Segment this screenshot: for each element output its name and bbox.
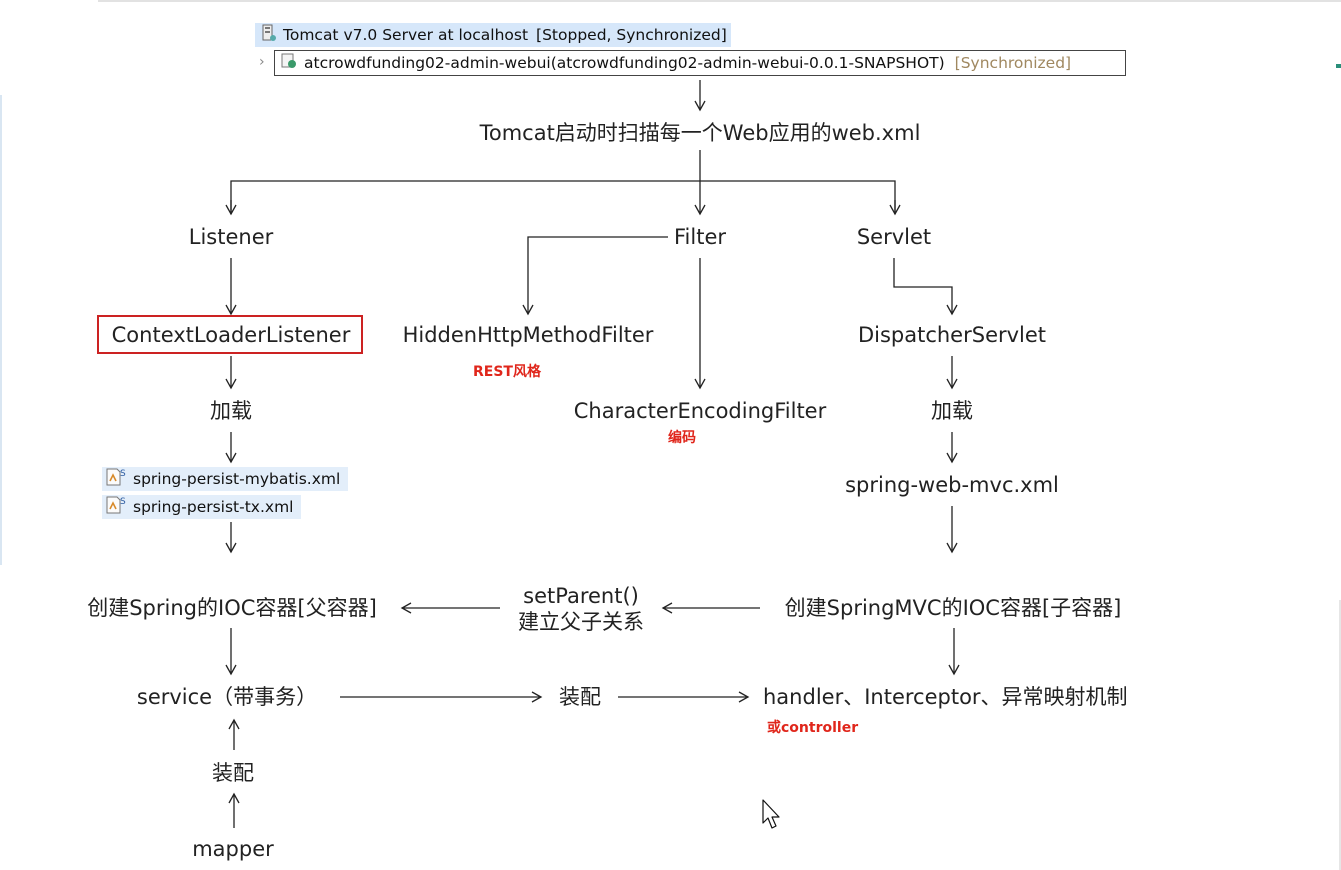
app-name: atcrowdfunding02-admin-webui(atcrowdfund… <box>304 54 945 72</box>
web-module-icon <box>280 52 298 74</box>
deployed-app-row[interactable]: atcrowdfunding02-admin-webui(atcrowdfund… <box>274 50 1126 76</box>
handler-interceptor-label: handler、Interceptor、异常映射机制 <box>763 685 1128 709</box>
parent-ioc-container-label: 创建Spring的IOC容器[父容器] <box>87 596 377 620</box>
app-status: [Synchronized] <box>954 54 1072 72</box>
load-left-label: 加载 <box>210 399 252 423</box>
spring-xml-icon: S <box>105 495 127 519</box>
scan-web-xml-label: Tomcat启动时扫描每一个Web应用的web.xml <box>479 121 921 145</box>
server-status: [Stopped, Synchronized] <box>536 26 727 44</box>
hidden-http-method-filter-label: HiddenHttpMethodFilter <box>402 323 654 347</box>
right-edge-mark <box>1336 64 1341 68</box>
encoding-note: 编码 <box>668 430 696 446</box>
assemble-middle-label: 装配 <box>559 685 601 709</box>
character-encoding-filter-label: CharacterEncodingFilter <box>573 399 827 423</box>
server-icon <box>260 24 278 46</box>
child-ioc-container-label: 创建SpringMVC的IOC容器[子容器] <box>784 596 1122 620</box>
spring-persist-tx-file[interactable]: S spring-persist-tx.xml <box>102 495 302 519</box>
mapper-label: mapper <box>192 837 274 861</box>
rest-style-note: REST风格 <box>473 364 541 380</box>
listener-label: Listener <box>188 225 274 249</box>
dispatcher-servlet-label: DispatcherServlet <box>857 323 1047 347</box>
spring-web-mvc-label: spring-web-mvc.xml <box>845 473 1059 497</box>
servlet-label: Servlet <box>856 225 932 249</box>
set-parent-relation-label: 建立父子关系 <box>518 610 644 634</box>
set-parent-label: setParent() <box>523 584 639 608</box>
assemble-lower-label: 装配 <box>212 761 254 785</box>
spring-persist-mybatis-label: spring-persist-mybatis.xml <box>133 470 341 488</box>
spring-persist-mybatis-file[interactable]: S spring-persist-mybatis.xml <box>102 467 349 491</box>
server-title: Tomcat v7.0 Server at localhost <box>283 26 529 44</box>
chevron-right-icon[interactable]: › <box>259 54 265 70</box>
svg-text:S: S <box>120 497 126 507</box>
context-loader-listener-label: ContextLoaderListener <box>111 323 351 347</box>
spring-xml-icon: S <box>105 467 127 491</box>
spring-persist-tx-label: spring-persist-tx.xml <box>133 498 294 516</box>
svg-text:S: S <box>120 469 126 479</box>
mouse-cursor-icon <box>762 799 782 835</box>
service-label: service（带事务） <box>136 685 318 709</box>
right-edge-line <box>1339 600 1341 870</box>
load-right-label: 加载 <box>931 399 973 423</box>
left-edge-mark <box>0 95 2 565</box>
filter-label: Filter <box>673 225 727 249</box>
server-row[interactable]: Tomcat v7.0 Server at localhost [Stopped… <box>255 23 731 47</box>
context-loader-highlight-box <box>97 315 363 354</box>
controller-note: 或controller <box>767 720 859 736</box>
top-border-line <box>98 0 1341 2</box>
